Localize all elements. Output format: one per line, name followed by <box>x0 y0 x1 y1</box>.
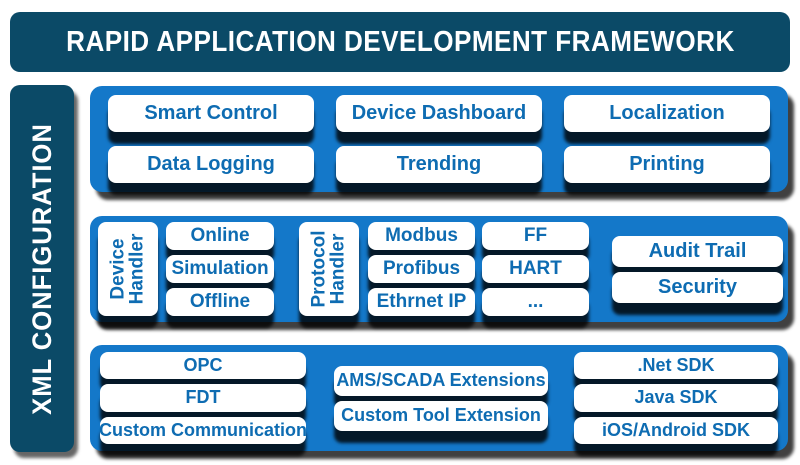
protocols-column-1: Modbus Profibus Ethrnet IP <box>368 222 475 316</box>
sdk-column: .Net SDK Java SDK iOS/Android SDK <box>574 352 778 444</box>
device-handler-box: Device Handler <box>98 222 158 316</box>
device-modes-column: Online Simulation Offline <box>166 222 274 316</box>
mode-box-simulation: Simulation <box>166 255 274 283</box>
communication-column: OPC FDT Custom Communication <box>99 352 307 444</box>
box-opc: OPC <box>100 352 306 380</box>
device-handler-label: Device Handler <box>107 233 148 305</box>
box-custom-communication: Custom Communication <box>99 416 307 444</box>
box-ams-scada-extensions: AMS/SCADA Extensions <box>334 365 548 396</box>
protocol-box-modbus: Modbus <box>368 222 475 250</box>
xml-configuration-label: XML CONFIGURATION <box>26 122 57 415</box>
xml-configuration-bar: XML CONFIGURATION <box>10 85 74 452</box>
mode-box-online: Online <box>166 222 274 250</box>
box-custom-tool-extension: Custom Tool Extension <box>334 400 548 431</box>
xml-configuration-inner: XML CONFIGURATION <box>10 85 74 452</box>
protocol-handler-label: Protocol Handler <box>308 230 349 308</box>
box-data-logging: Data Logging <box>108 146 314 183</box>
protocols-column-2: FF HART ... <box>482 222 589 316</box>
box-localization: Localization <box>564 95 770 132</box>
protocol-box-ff: FF <box>482 222 589 250</box>
protocol-box-more: ... <box>482 288 589 316</box>
framework-banner: RAPID APPLICATION DEVELOPMENT FRAMEWORK <box>10 12 790 72</box>
service-box-security: Security <box>612 271 783 303</box>
box-trending: Trending <box>336 146 542 183</box>
applications-panel: Smart Control Device Dashboard Localizat… <box>90 86 788 192</box>
extensions-panel: OPC FDT Custom Communication AMS/SCADA E… <box>90 345 788 451</box>
protocol-box-hart: HART <box>482 255 589 283</box>
box-net-sdk: .Net SDK <box>574 352 778 380</box>
box-device-dashboard: Device Dashboard <box>336 95 542 132</box>
handlers-panel: Device Handler Online Simulation Offline… <box>90 216 788 322</box>
services-column: Audit Trail Security <box>612 222 783 316</box>
service-box-audit-trail: Audit Trail <box>612 235 783 267</box>
framework-title: RAPID APPLICATION DEVELOPMENT FRAMEWORK <box>65 25 735 58</box>
mode-box-offline: Offline <box>166 288 274 316</box>
protocol-box-ethrnet-ip: Ethrnet IP <box>368 288 475 316</box>
box-ios-android-sdk: iOS/Android SDK <box>574 416 778 444</box>
tool-extensions-column: AMS/SCADA Extensions Custom Tool Extensi… <box>334 352 548 444</box>
box-smart-control: Smart Control <box>108 95 314 132</box>
protocol-box-profibus: Profibus <box>368 255 475 283</box>
box-java-sdk: Java SDK <box>574 384 778 412</box>
box-printing: Printing <box>564 146 770 183</box>
box-fdt: FDT <box>100 384 306 412</box>
protocol-handler-box: Protocol Handler <box>299 222 359 316</box>
